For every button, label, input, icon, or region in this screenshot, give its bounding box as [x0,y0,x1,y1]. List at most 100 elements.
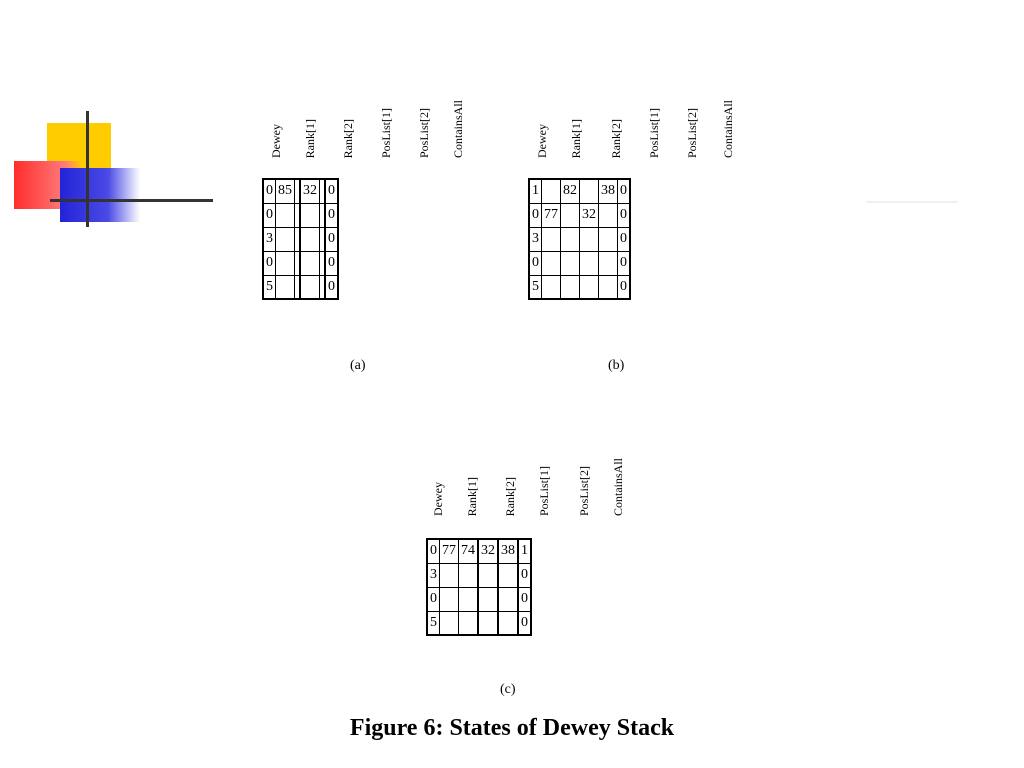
cell-poslist-1 [299,274,320,300]
cell-dewey: 0 [262,178,276,204]
cell-containsall: 0 [324,226,339,252]
cell-poslist-2 [598,250,618,276]
header-poslist-2: PosList[2] [577,465,591,516]
stack-table: 0 77 74 32 38 1 3 0 0 0 5 [426,538,532,636]
cell-rank-2: 74 [458,538,479,564]
logo-horizontal-line [50,199,213,202]
cell-poslist-1 [299,202,320,228]
cell-dewey: 5 [426,610,440,636]
cell-dewey: 0 [528,202,542,228]
cell-containsall: 0 [324,178,339,204]
cell-dewey: 1 [528,178,542,204]
table-row: 3 0 [426,562,532,588]
table-row: 0 0 [528,250,631,276]
cell-dewey: 5 [528,274,542,300]
cell-poslist-2 [598,226,618,252]
cell-dewey: 0 [262,250,276,276]
cell-poslist-2: 38 [497,538,519,564]
header-dewey: Dewey [269,124,283,158]
header-rank-2: Rank[2] [503,476,517,516]
cell-rank-1: 77 [439,538,459,564]
cell-rank-2 [560,226,580,252]
cell-poslist-2 [497,586,519,612]
cell-poslist-2 [598,274,618,300]
cell-rank-1 [439,586,459,612]
decorative-divider [866,201,958,203]
table-row: 3 0 [262,226,339,252]
cell-poslist-1 [477,610,499,636]
header-poslist-1: PosList[1] [537,465,551,516]
cell-containsall: 0 [517,610,532,636]
cell-containsall: 0 [617,274,631,300]
cell-rank-1 [541,274,561,300]
table-row: 5 0 [262,274,339,300]
header-poslist-2: PosList[2] [417,107,431,158]
cell-rank-1: 77 [541,202,561,228]
header-rank-2: Rank[2] [609,118,623,158]
cell-containsall: 0 [324,274,339,300]
slide-logo-icon [0,0,220,240]
table-row: 5 0 [528,274,631,300]
cell-poslist-1 [299,226,320,252]
cell-poslist-1: 32 [299,178,320,204]
cell-poslist-1 [477,586,499,612]
cell-rank-2 [458,586,479,612]
header-dewey: Dewey [535,124,549,158]
header-dewey: Dewey [431,482,445,516]
cell-rank-2: 82 [560,178,580,204]
cell-dewey: 3 [426,562,440,588]
header-poslist-1: PosList[1] [379,107,393,158]
cell-rank-2 [560,274,580,300]
cell-rank-1 [439,562,459,588]
cell-rank-1 [275,250,295,276]
cell-rank-1: 85 [275,178,295,204]
figure-caption: Figure 6: States of Dewey Stack [349,715,675,741]
header-rank-2: Rank[2] [341,118,355,158]
cell-poslist-1: 32 [579,202,599,228]
header-containsall: ContainsAll [451,99,465,158]
table-row: 0 0 [262,202,339,228]
cell-rank-2 [560,202,580,228]
cell-poslist-1 [477,562,499,588]
cell-dewey: 0 [262,202,276,228]
cell-poslist-2 [598,202,618,228]
subfigure-caption: (c) [500,682,516,697]
header-rank-1: Rank[1] [303,118,317,158]
cell-dewey: 0 [426,586,440,612]
cell-rank-1 [541,178,561,204]
table-row: 0 77 32 0 [528,202,631,228]
header-containsall: ContainsAll [611,457,625,516]
cell-poslist-1 [299,250,320,276]
subfigure-caption: (b) [608,358,625,373]
subfigure-caption: (a) [350,358,366,373]
table-row: 5 0 [426,610,532,636]
cell-containsall: 0 [517,562,532,588]
cell-containsall: 0 [617,250,631,276]
cell-poslist-2 [497,610,519,636]
cell-containsall: 0 [517,586,532,612]
table-row: 1 82 38 0 [528,178,631,204]
cell-rank-1 [275,202,295,228]
cell-containsall: 0 [617,226,631,252]
cell-dewey: 0 [528,250,542,276]
header-rank-1: Rank[1] [465,476,479,516]
table-row: 0 0 [262,250,339,276]
header-poslist-1: PosList[1] [647,107,661,158]
cell-poslist-1 [579,274,599,300]
cell-containsall: 1 [517,538,532,564]
cell-poslist-1: 32 [477,538,499,564]
cell-containsall: 0 [324,250,339,276]
cell-containsall: 0 [617,202,631,228]
cell-rank-2 [458,562,479,588]
table-row: 0 85 32 0 [262,178,339,204]
cell-rank-1 [275,226,295,252]
table-row: 0 77 74 32 38 1 [426,538,532,564]
cell-rank-2 [458,610,479,636]
cell-rank-1 [439,610,459,636]
cell-dewey: 3 [262,226,276,252]
cell-poslist-2: 38 [598,178,618,204]
cell-rank-2 [560,250,580,276]
stack-table: 1 82 38 0 0 77 32 0 3 0 0 [528,178,631,300]
cell-poslist-1 [579,250,599,276]
header-rank-1: Rank[1] [569,118,583,158]
